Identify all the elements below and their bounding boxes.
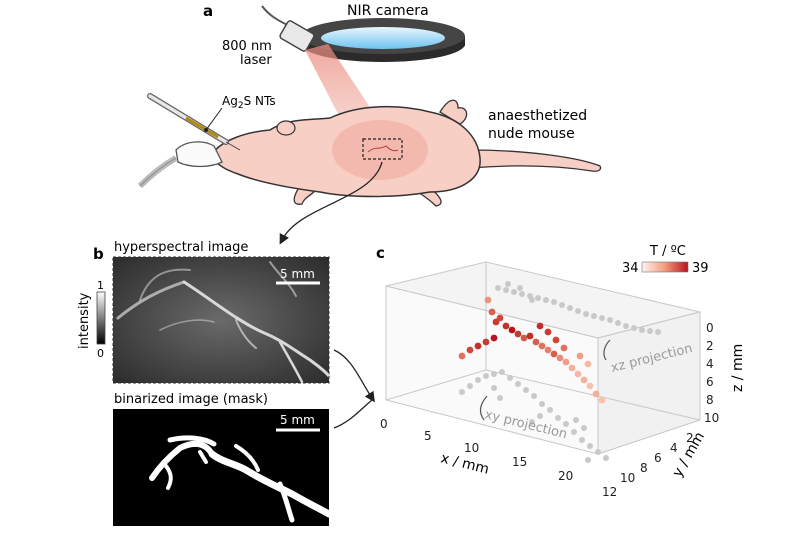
x-tick: 0 [380, 417, 388, 431]
z-tick: 2 [706, 339, 714, 353]
scalebar-bottom-label: 5 mm [280, 413, 315, 427]
panel-b: b hyperspectral image 5 mm 1 0 intensity [77, 240, 375, 526]
temperature-scatter [458, 296, 606, 404]
y-tick: 10 [620, 471, 635, 485]
z-tick: 10 [704, 411, 719, 425]
z-tick: 6 [706, 375, 714, 389]
arrow-a-to-b [279, 161, 383, 245]
intensity-min: 0 [97, 347, 104, 360]
colorbar-min: 34 [622, 261, 639, 276]
x-tick: 20 [558, 469, 573, 483]
y-tick: 6 [654, 451, 662, 465]
panel-a: a NIR camera 800 nm laser [137, 2, 602, 245]
nir-camera: NIR camera [301, 3, 465, 62]
intensity-colorbar: 1 0 intensity [77, 279, 106, 360]
panel-c: c [376, 244, 746, 499]
z-axis-label: z / mm [730, 344, 746, 392]
camera-label: NIR camera [347, 3, 429, 19]
colorbar-title: T / ºC [649, 244, 686, 259]
z-ticks: 0 2 4 6 8 10 [704, 321, 719, 425]
xz-projection [495, 281, 661, 335]
syringe-icon [147, 93, 241, 151]
panel-b-label: b [93, 245, 104, 263]
x-tick: 5 [424, 429, 432, 443]
xy-projection [459, 369, 609, 463]
colorbar-max: 39 [692, 261, 709, 276]
z-tick: 8 [706, 393, 714, 407]
laser-label-line1: 800 nm [222, 39, 272, 54]
x-tick: 10 [464, 441, 479, 455]
hyperspectral-title: hyperspectral image [114, 240, 248, 255]
hyperspectral-image: 5 mm [112, 256, 331, 384]
binarized-mask-image: 5 mm [113, 409, 333, 526]
arrow-b1-to-c [333, 349, 375, 403]
x-ticks: 0 5 10 15 20 [380, 417, 573, 483]
x-tick: 15 [512, 455, 527, 469]
y-ticks: 2 4 6 8 10 12 [602, 431, 694, 499]
panel-c-label: c [376, 244, 385, 262]
z-tick: 0 [706, 321, 714, 335]
mouse-illustration [137, 99, 602, 207]
injection-label: Ag2S NTs [222, 94, 276, 111]
temperature-colorbar: T / ºC 34 39 [622, 244, 709, 276]
intensity-max: 1 [97, 279, 104, 292]
y-tick: 4 [670, 441, 678, 455]
laser-module: 800 nm laser [222, 5, 315, 68]
y-tick: 12 [602, 485, 617, 499]
intensity-label: intensity [77, 292, 92, 349]
mouse-label-line1: anaesthetized [488, 108, 587, 124]
z-tick: 4 [706, 357, 714, 371]
roi-box [362, 138, 403, 160]
y-tick: 2 [686, 431, 694, 445]
laser-label-line2: laser [240, 53, 272, 68]
arrow-b2-to-c [333, 399, 373, 429]
mouse-label-line2: nude mouse [488, 126, 575, 142]
y-tick: 8 [640, 461, 648, 475]
scalebar-top-label: 5 mm [280, 267, 315, 281]
panel-a-label: a [203, 2, 213, 20]
binarized-title: binarized image (mask) [114, 392, 268, 407]
